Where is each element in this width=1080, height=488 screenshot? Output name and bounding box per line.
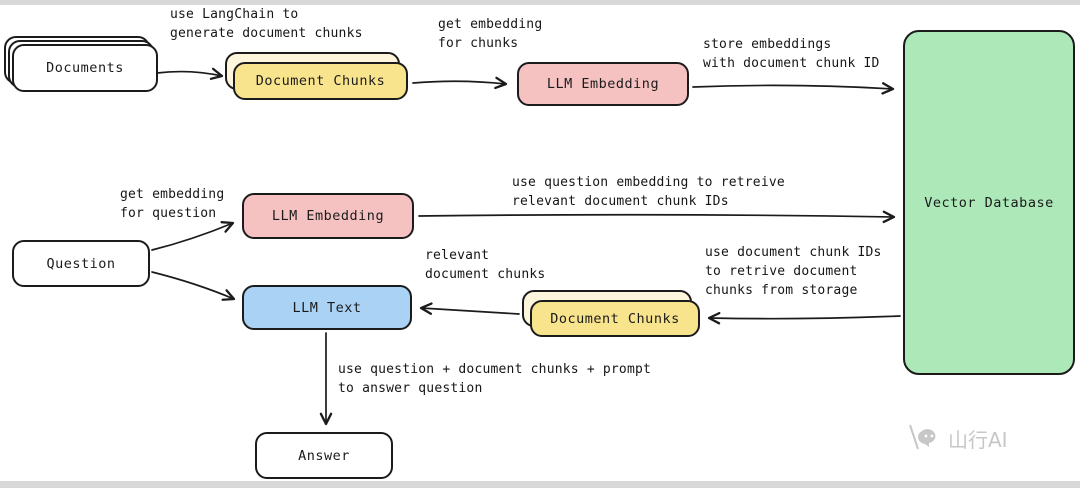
arrow-chunks-to-llmtext — [419, 302, 520, 315]
annotation-retrieve-chunks: use document chunk IDs to retrive docume… — [705, 245, 882, 298]
document-chunks-bottom-node: Document Chunks — [522, 290, 702, 339]
llm-embedding-mid-label: LLM Embedding — [271, 208, 385, 224]
llm-embedding-top-label: LLM Embedding — [546, 76, 660, 92]
bottom-edge-bar — [0, 481, 1080, 488]
vector-database-label: Vector Database — [924, 194, 1054, 211]
answer-label: Answer — [298, 447, 350, 464]
annotation-relevant-chunks: relevant document chunks — [425, 248, 546, 282]
watermark: 山行AI — [908, 420, 1073, 456]
llm-embedding-top-node: LLM Embedding — [517, 62, 689, 106]
arrow-documents-to-chunks — [156, 67, 224, 80]
documents-node-front: Documents — [12, 44, 158, 92]
llm-text-label: LLM Text — [292, 299, 362, 316]
llm-text-node: LLM Text — [242, 285, 412, 330]
annotation-store-embeddings: store embeddings with document chunk ID — [703, 37, 880, 71]
annotation-embed-chunks: get embedding for chunks — [438, 17, 543, 51]
document-chunks-bottom-front: Document Chunks — [530, 300, 700, 337]
document-chunks-top-label: Document Chunks — [255, 73, 386, 89]
answer-node: Answer — [255, 432, 393, 479]
annotation-embed-question: get embedding for question — [120, 187, 225, 221]
annotation-retrieve-ids: use question embedding to retreive relev… — [512, 175, 785, 209]
watermark-text: 山行AI — [948, 427, 1008, 452]
vector-database-node: Vector Database — [903, 30, 1075, 375]
annotation-langchain: use LangChain to generate document chunk… — [170, 7, 363, 41]
wechat-icon — [909, 424, 936, 450]
llm-embedding-mid-node: LLM Embedding — [242, 193, 414, 239]
arrow-question-to-llmtext — [151, 271, 236, 301]
documents-label: Documents — [46, 60, 124, 76]
document-chunks-top-front: Document Chunks — [233, 62, 408, 100]
arrow-vectordb-to-chunks — [707, 311, 901, 325]
document-chunks-top-node: Document Chunks — [225, 52, 410, 102]
arrow-embedding-to-vectordb-query — [418, 210, 896, 224]
question-node: Question — [12, 240, 150, 287]
question-label: Question — [46, 255, 116, 272]
top-edge-bar — [0, 0, 1080, 5]
arrow-chunks-to-embedding — [412, 76, 508, 90]
annotation-answer-prompt: use question + document chunks + prompt … — [338, 362, 652, 396]
documents-node: Documents — [4, 36, 162, 94]
arrow-question-to-embedding — [151, 221, 235, 251]
arrow-embedding-to-vectordb — [692, 82, 895, 95]
document-chunks-bottom-label: Document Chunks — [550, 310, 680, 327]
